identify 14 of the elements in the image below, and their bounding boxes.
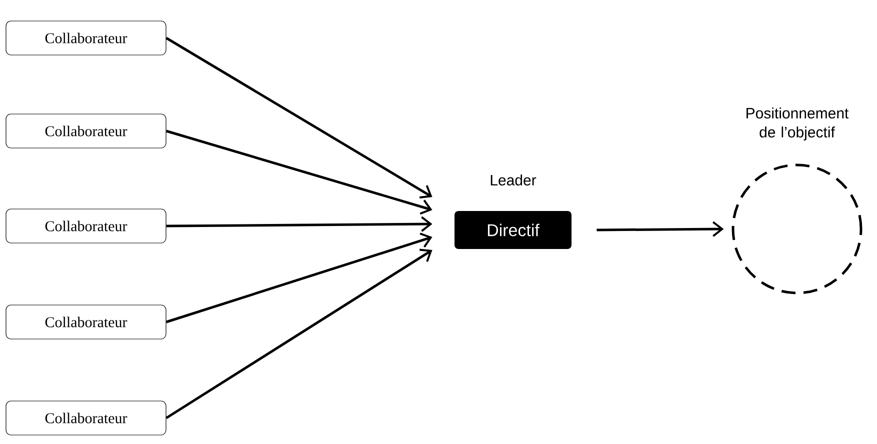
person-box: Collaborateur bbox=[6, 114, 166, 148]
person-box: Collaborateur bbox=[6, 304, 166, 340]
circle-caption: Positionnement de l’objectif bbox=[746, 108, 849, 140]
arrow bbox=[166, 248, 432, 420]
person-box: Collaborateur bbox=[6, 20, 166, 56]
arrow bbox=[596, 221, 724, 237]
person-box: Collaborateur bbox=[6, 208, 166, 244]
arrow bbox=[166, 216, 432, 232]
leader-box: Directif bbox=[454, 211, 572, 249]
arrow bbox=[166, 36, 432, 199]
arrow bbox=[166, 130, 432, 215]
person-box: Collaborateur bbox=[6, 400, 166, 436]
heading: Leader bbox=[490, 174, 536, 186]
arrow bbox=[166, 232, 432, 324]
